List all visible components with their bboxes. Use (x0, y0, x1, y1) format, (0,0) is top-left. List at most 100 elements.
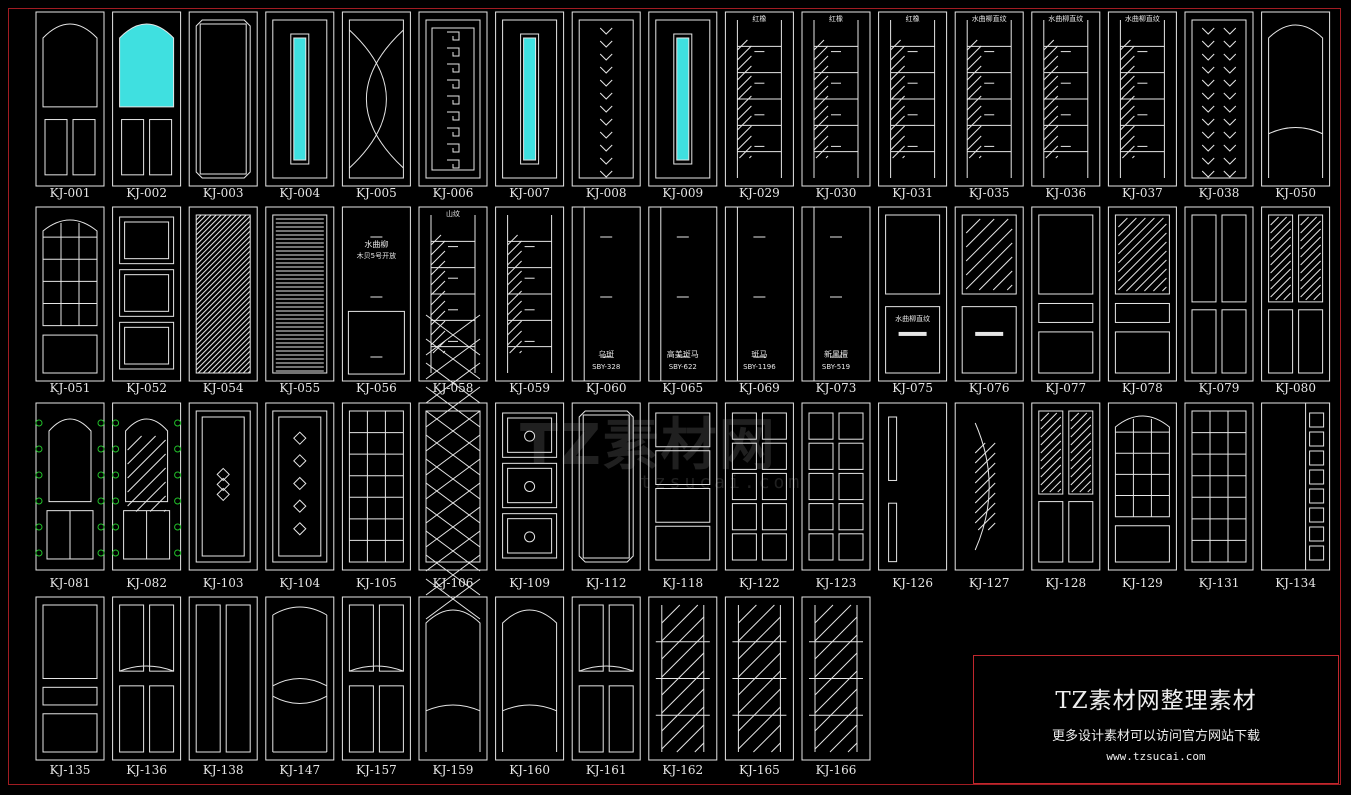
door-label: KJ-105 (356, 576, 397, 590)
door-kj-135[interactable]: KJ-135 (35, 596, 105, 777)
door-label: KJ-056 (356, 381, 397, 395)
door-kj-004[interactable]: KJ-004 (265, 11, 335, 200)
door-label: KJ-104 (279, 576, 320, 590)
door-note: 水曲柳直纹 (895, 314, 930, 323)
door-label: KJ-029 (739, 186, 780, 200)
door-kj-166[interactable]: KJ-166 (801, 596, 871, 777)
door-note: 红橡 (829, 14, 843, 23)
door-label: KJ-134 (1275, 576, 1316, 590)
door-kj-003[interactable]: KJ-003 (188, 11, 258, 200)
door-note: 红橡 (906, 14, 920, 23)
door-label: KJ-059 (509, 381, 550, 395)
door-kj-054[interactable]: KJ-054 (188, 206, 258, 395)
door-kj-104[interactable]: KJ-104 (265, 402, 335, 590)
door-kj-159[interactable]: KJ-159 (418, 596, 488, 777)
door-kj-162[interactable]: KJ-162 (648, 596, 718, 777)
door-kj-131[interactable]: KJ-131 (1184, 402, 1254, 590)
door-label: KJ-162 (662, 763, 703, 777)
door-label: KJ-129 (1122, 576, 1163, 590)
door-label: KJ-052 (126, 381, 167, 395)
door-label: KJ-001 (50, 186, 91, 200)
door-label: KJ-038 (1199, 186, 1240, 200)
door-label: KJ-138 (203, 763, 244, 777)
door-kj-038[interactable]: KJ-038 (1184, 11, 1254, 200)
door-kj-052[interactable]: KJ-052 (112, 206, 182, 395)
door-kj-078[interactable]: KJ-078 (1107, 206, 1177, 395)
door-kj-118[interactable]: KJ-118 (648, 402, 718, 590)
door-kj-105[interactable]: KJ-105 (341, 402, 411, 590)
door-label: KJ-004 (279, 186, 320, 200)
door-kj-081[interactable]: KJ-081 (35, 402, 105, 590)
door-kj-037[interactable]: 水曲柳直纹 KJ-037 (1107, 11, 1177, 200)
info-url[interactable]: www.tzsucai.com (1106, 750, 1206, 763)
door-kj-112[interactable]: KJ-112 (571, 402, 641, 590)
door-kj-077[interactable]: KJ-077 (1031, 206, 1101, 395)
door-kj-161[interactable]: KJ-161 (571, 596, 641, 777)
door-kj-106[interactable]: KJ-106 (418, 314, 488, 620)
door-kj-128[interactable]: KJ-128 (1031, 402, 1101, 590)
door-kj-050[interactable]: KJ-050 (1261, 11, 1331, 200)
door-kj-157[interactable]: KJ-157 (341, 596, 411, 777)
door-kj-076[interactable]: KJ-076 (954, 206, 1024, 395)
door-kj-129[interactable]: KJ-129 (1107, 402, 1177, 590)
door-kj-165[interactable]: KJ-165 (724, 596, 794, 777)
door-kj-138[interactable]: KJ-138 (188, 596, 258, 777)
door-kj-082[interactable]: KJ-082 (112, 402, 182, 590)
door-kj-123[interactable]: KJ-123 (801, 402, 871, 590)
door-label: KJ-126 (892, 576, 933, 590)
door-label: KJ-007 (509, 186, 550, 200)
door-label: KJ-037 (1122, 186, 1163, 200)
door-label: KJ-082 (126, 576, 167, 590)
door-kj-001[interactable]: KJ-001 (35, 11, 105, 200)
door-note: 水曲柳直纹 (1048, 14, 1083, 23)
door-kj-136[interactable]: KJ-136 (112, 596, 182, 777)
door-kj-160[interactable]: KJ-160 (495, 596, 565, 777)
door-label: KJ-060 (586, 381, 627, 395)
door-kj-127[interactable]: KJ-127 (954, 402, 1024, 590)
door-kj-055[interactable]: KJ-055 (265, 206, 335, 395)
door-kj-007[interactable]: KJ-007 (495, 11, 565, 200)
door-kj-103[interactable]: KJ-103 (188, 402, 258, 590)
door-label: KJ-103 (203, 576, 244, 590)
door-kj-005[interactable]: KJ-005 (341, 11, 411, 200)
door-note: 红橡 (752, 14, 766, 23)
door-label: KJ-008 (586, 186, 627, 200)
door-kj-079[interactable]: KJ-079 (1184, 206, 1254, 395)
door-kj-147[interactable]: KJ-147 (265, 596, 335, 777)
door-label: KJ-077 (1045, 381, 1086, 395)
door-kj-134[interactable]: KJ-134 (1261, 402, 1331, 590)
door-note: 山纹 (446, 209, 460, 218)
door-kj-059[interactable]: KJ-059 (495, 206, 565, 395)
door-kj-080[interactable]: KJ-080 (1261, 206, 1331, 395)
door-kj-009[interactable]: KJ-009 (648, 11, 718, 200)
door-label: KJ-135 (50, 763, 91, 777)
door-kj-109[interactable]: KJ-109 (495, 402, 565, 590)
door-kj-126[interactable]: KJ-126 (878, 402, 948, 590)
door-label: KJ-076 (969, 381, 1010, 395)
door-note: 水曲柳直纹 (1125, 14, 1160, 23)
door-kj-008[interactable]: KJ-008 (571, 11, 641, 200)
door-kj-002[interactable]: KJ-002 (112, 11, 182, 200)
door-label: KJ-159 (433, 763, 474, 777)
door-label: KJ-118 (662, 576, 703, 590)
door-note-code: SBY-622 (669, 363, 697, 371)
door-kj-051[interactable]: KJ-051 (35, 206, 105, 395)
door-label: KJ-079 (1199, 381, 1240, 395)
door-kj-006[interactable]: KJ-006 (418, 11, 488, 200)
door-note: 水曲柳 (364, 239, 388, 249)
door-label: KJ-006 (433, 186, 474, 200)
door-kj-029[interactable]: 红橡 KJ-029 (724, 11, 794, 200)
door-label: KJ-112 (586, 576, 627, 590)
door-kj-122[interactable]: KJ-122 (724, 402, 794, 590)
